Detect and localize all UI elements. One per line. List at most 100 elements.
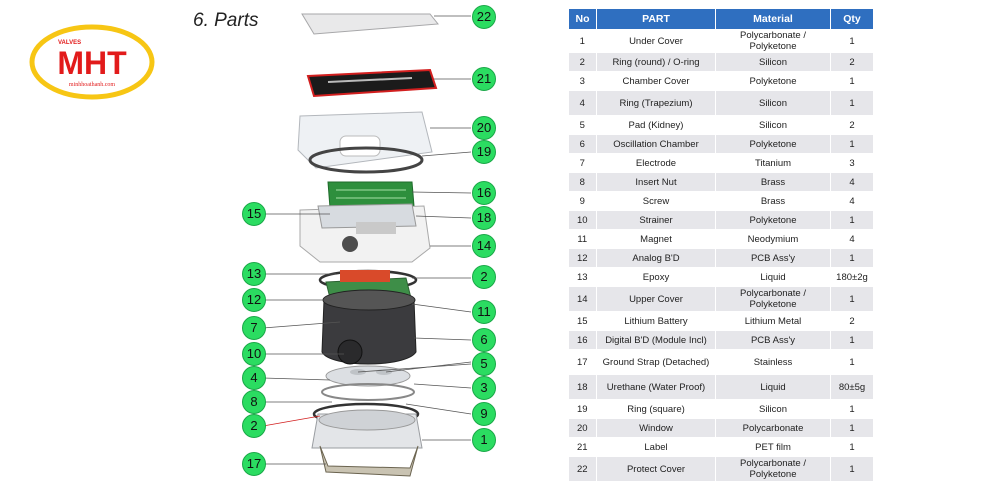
cell-qty: 1 [830, 349, 874, 375]
callout-13: 13 [242, 262, 266, 286]
part-label [306, 68, 438, 98]
part-ring-square [308, 146, 424, 174]
exploded-parts-diagram [262, 13, 472, 477]
callout-1: 1 [472, 428, 496, 452]
cell-material: Silicon [715, 115, 831, 135]
cell-no: 12 [568, 248, 597, 268]
part-under-cover [311, 409, 423, 449]
cell-qty: 180±2g [830, 267, 874, 287]
cell-material: PET film [715, 437, 831, 457]
cell-material: Silicon [715, 399, 831, 419]
cell-no: 9 [568, 191, 597, 211]
mht-logo: VALVES MHT minhhoathanh.com [29, 24, 155, 100]
callout-19: 19 [472, 140, 496, 164]
logo-small-text: VALVES [58, 40, 81, 46]
cell-part: Analog B'D [596, 248, 716, 268]
cell-part: Ring (square) [596, 399, 716, 419]
part-oscillation-chamber [321, 289, 417, 365]
cell-qty: 1 [830, 399, 874, 419]
cell-material: PCB Ass'y [715, 248, 831, 268]
cell-material: PCB Ass'y [715, 330, 831, 350]
cell-qty: 1 [830, 29, 874, 53]
cell-part: Electrode [596, 153, 716, 173]
cell-part: Upper Cover [596, 286, 716, 312]
cell-qty: 1 [830, 418, 874, 438]
callout-6: 6 [472, 328, 496, 352]
cell-material: Brass [715, 191, 831, 211]
cell-material: Neodymium [715, 229, 831, 249]
cell-no: 13 [568, 267, 597, 287]
cell-no: 5 [568, 115, 597, 135]
callout-22: 22 [472, 5, 496, 29]
cell-no: 17 [568, 349, 597, 375]
callout-7: 7 [242, 316, 266, 340]
cell-part: Chamber Cover [596, 71, 716, 91]
section-title: 6. Parts [193, 10, 259, 31]
cell-no: 14 [568, 286, 597, 312]
cell-material: Polyketone [715, 210, 831, 230]
cell-part: Ring (Trapezium) [596, 90, 716, 116]
callout-4: 4 [242, 366, 266, 390]
cell-part: Oscillation Chamber [596, 134, 716, 154]
cell-part: Protect Cover [596, 456, 716, 482]
cell-qty: 1 [830, 456, 874, 482]
cell-no: 22 [568, 456, 597, 482]
callout-12: 12 [242, 288, 266, 312]
cell-qty: 2 [830, 52, 874, 72]
cell-qty: 1 [830, 210, 874, 230]
cell-no: 20 [568, 418, 597, 438]
cell-material: Polycarbonate / Polyketone [715, 29, 831, 53]
cell-part: Epoxy [596, 267, 716, 287]
cell-part: Ring (round) / O-ring [596, 52, 716, 72]
cell-qty: 2 [830, 115, 874, 135]
cell-material: Polycarbonate [715, 418, 831, 438]
cell-material: Stainless [715, 349, 831, 375]
cell-no: 10 [568, 210, 597, 230]
cell-part: Screw [596, 191, 716, 211]
cell-no: 2 [568, 52, 597, 72]
cell-qty: 80±5g [830, 374, 874, 400]
cell-part: Magnet [596, 229, 716, 249]
cell-no: 21 [568, 437, 597, 457]
cell-part: Urethane (Water Proof) [596, 374, 716, 400]
cell-qty: 2 [830, 311, 874, 331]
cell-material: Silicon [715, 90, 831, 116]
cell-qty: 1 [830, 90, 874, 116]
cell-no: 16 [568, 330, 597, 350]
callout-18: 18 [472, 206, 496, 230]
table-header-row: No PART Material Qty [568, 8, 874, 30]
header-material: Material [715, 8, 831, 30]
cell-part: Digital B'D (Module Incl) [596, 330, 716, 350]
callout-2-lower: 2 [242, 414, 266, 438]
cell-material: Brass [715, 172, 831, 192]
cell-no: 4 [568, 90, 597, 116]
cell-part: Lithium Battery [596, 311, 716, 331]
cell-material: Polyketone [715, 71, 831, 91]
callout-17: 17 [242, 452, 266, 476]
callout-10: 10 [242, 342, 266, 366]
callout-5: 5 [472, 352, 496, 376]
callout-9: 9 [472, 402, 496, 426]
part-ground-strap [319, 445, 419, 477]
callout-8: 8 [242, 390, 266, 414]
cell-material: Polycarbonate / Polyketone [715, 286, 831, 312]
